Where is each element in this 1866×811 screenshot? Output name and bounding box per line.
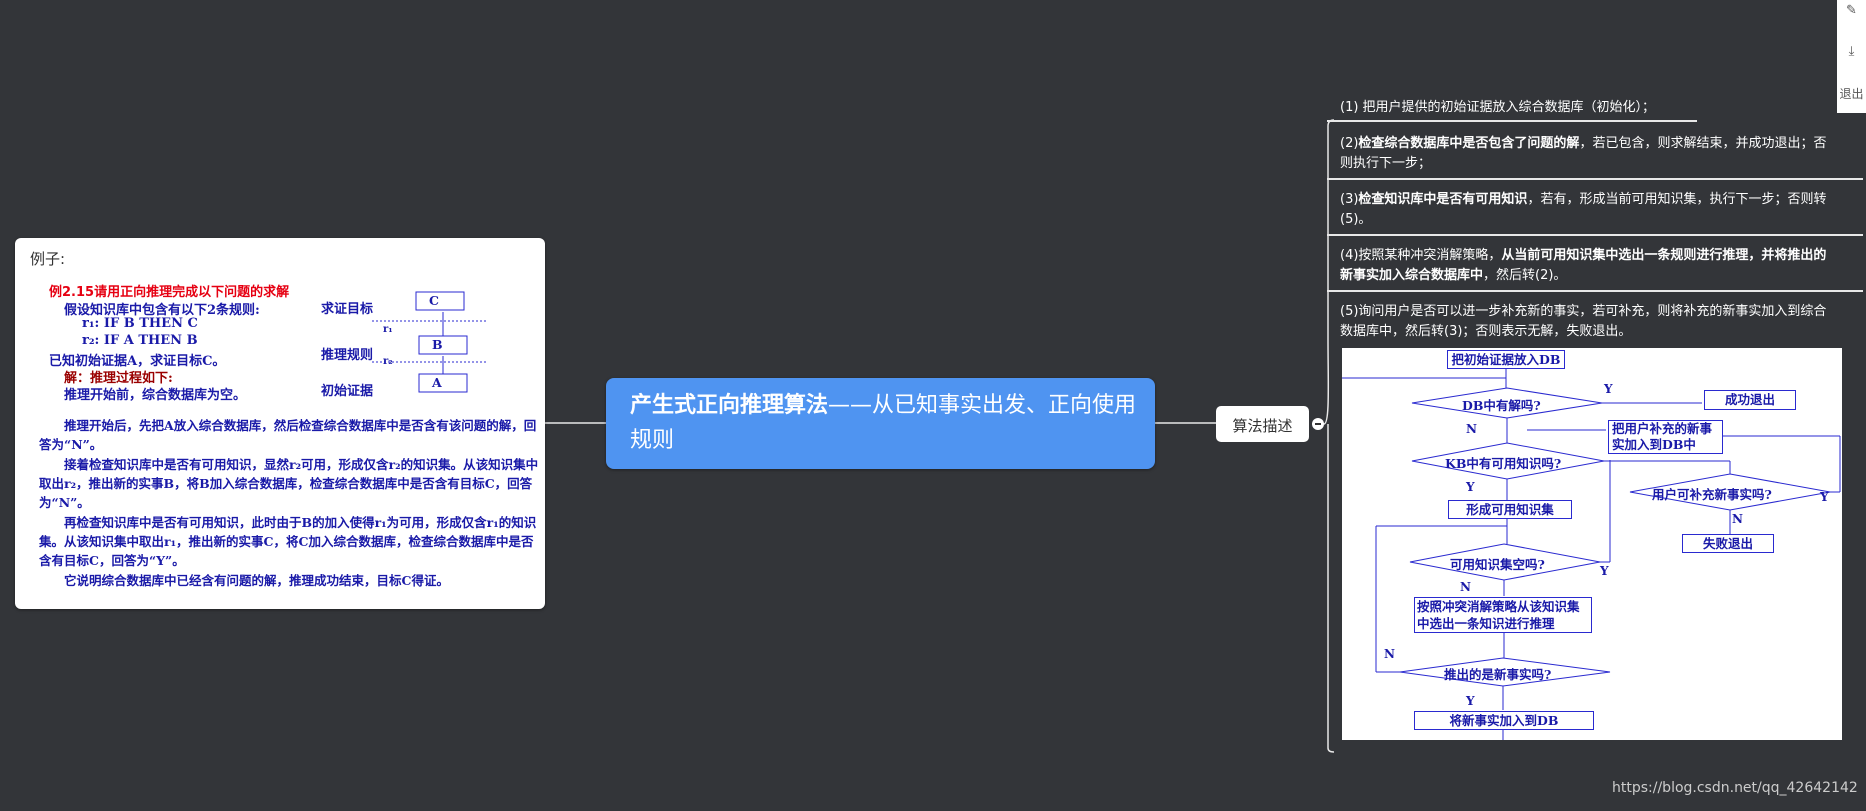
paragraph-1: 推理开始后，先把A放入综合数据库，然后检查综合数据库中是否含有该问题的解，回答为… [39,418,537,452]
rule-label-r2: r₂ [383,356,393,367]
flow-label-n-user: N [1732,512,1743,526]
step-2[interactable]: (2)检查综合数据库中是否包含了问题的解，若已包含，则求解结束，并成功退出；否则… [1340,134,1836,174]
rule-label-r1: r₁ [383,324,393,335]
flow-success-box: 成功退出 [1704,390,1796,410]
flow-label-y-kb: Y [1466,480,1475,494]
step-1-prefix: (1) [1340,100,1363,115]
flow-label-n-new: N [1384,647,1395,661]
solution-heading: 解：推理过程如下: [64,371,173,386]
paragraph-3: 再检查知识库中是否有可用知识，此时由于B的加入使得r₁为可用，形成仅含r₁的知识… [39,515,537,568]
flow-label-y-new: Y [1466,694,1475,708]
box-evidence-a: A [432,375,442,390]
central-topic[interactable]: 产生式正向推理算法——从已知事实出发、正向使用规则 [606,378,1155,469]
right-toolbar: ✎ ⤓ 退出 [1837,0,1866,113]
step-4-text: ，然后转(2)。 [1483,268,1567,283]
step-2-text: ，若已包含，则求解结束，并成功退出；否则执行下一步； [1340,136,1827,171]
download-icon[interactable]: ⤓ [1848,44,1855,59]
step-1[interactable]: (1) 把用户提供的初始证据放入综合数据库（初始化）； [1340,98,1836,118]
step-1-divider [1327,120,1697,122]
flow-decision-new: 推出的是新事实吗? [1444,667,1552,682]
flow-label-y-db: Y [1604,382,1613,396]
example-card[interactable]: 例子: 例2.15请用正向推理完成以下问题的求解 假设知识库中包含有以下2条规则… [15,238,545,609]
step-5[interactable]: (5)询问用户是否可以进一步补充新的事实，若可补充，则将补充的新事实加入到综合数… [1340,302,1836,342]
card-label: 例子: [30,250,66,268]
example-title: 例2.15请用正向推理完成以下问题的求解 [49,285,290,300]
watermark: https://blog.csdn.net/qq_42642142 [1612,780,1858,796]
step-3-bold: 检查知识库中是否有可用知识 [1358,192,1528,207]
flow-decision-empty: 可用知识集空吗? [1450,557,1545,572]
central-topic-rest: ——从已知事实出发、正向使用规则 [630,393,1137,453]
reasoning-mini-diagram [372,291,488,393]
step-2-bold: 检查综合数据库中是否包含了问题的解 [1358,136,1580,151]
magic-wand-icon[interactable]: ✎ [1846,3,1857,18]
rule-r2: r₂: IF A THEN B [82,333,198,348]
flow-decision-db: DB中有解吗? [1462,398,1541,413]
central-topic-text: 产生式正向推理算法——从已知事实出发、正向使用规则 [630,388,1140,458]
box-goal-c: C [429,293,439,308]
step-4-prefix: (4)按照某种冲突消解策略， [1340,248,1502,263]
step-3-divider [1327,234,1863,236]
step-2-divider [1327,178,1863,180]
flowchart-lines [1342,368,1841,740]
rules-intro: 假设知识库中包含有以下2条规则: [64,303,260,318]
flow-user-add-box: 把用户补充的新事实加入到DB中 [1608,420,1723,454]
label-rules: 推理规则 [321,348,374,363]
flow-label-y-empty: Y [1600,564,1609,578]
flow-form-box: 形成可用知识集 [1448,500,1572,519]
algorithm-description-node[interactable]: 算法描述 [1216,406,1309,442]
flow-select-box: 按照冲突消解策略从该知识集中选出一条知识进行推理 [1414,597,1592,633]
label-goal: 求证目标 [321,302,374,317]
paragraph-2: 接着检查知识库中是否有可用知识，显然r₂可用，形成仅含r₂的知识集。从该知识集中… [39,457,539,510]
initial-state: 推理开始前，综合数据库为空。 [64,388,247,403]
flow-label-n-db: N [1466,422,1477,436]
flow-decision-kb: KB中有可用知识吗? [1445,456,1562,471]
flow-start-box: 把初始证据放入DB [1447,350,1565,369]
step-3-prefix: (3) [1340,192,1359,207]
step-3[interactable]: (3)检查知识库中是否有可用知识，若有，形成当前可用知识集，执行下一步；否则转(… [1340,190,1836,230]
step-4-bold: 从当前可用知识集中选出一条规则进行推理，并将推出的新事实加入综合数据库中 [1340,248,1827,283]
flow-label-n-empty: N [1460,580,1471,594]
flow-label-y-user: Y [1820,490,1829,504]
step-1-text: 把用户提供的初始证据放入综合数据库（初始化）； [1362,100,1656,115]
rule-r1: r₁: IF B THEN C [82,316,198,331]
step-2-prefix: (2) [1340,136,1359,151]
central-topic-bold: 产生式正向推理算法 [630,393,829,418]
step-5-prefix: (5) [1340,304,1359,319]
step-4-divider [1327,290,1863,292]
algorithm-description-label: 算法描述 [1232,417,1293,435]
flow-fail-box: 失败退出 [1682,534,1774,553]
paragraph-4: 它说明综合数据库中已经含有问题的解，推理成功结束，目标C得证。 [64,573,449,588]
box-rule-b: B [432,337,443,352]
step-3-text: ，若有，形成当前可用知识集，执行下一步；否则转(5)。 [1340,192,1827,227]
label-evidence: 初始证据 [321,384,374,399]
flow-add-box: 将新事实加入到DB [1414,711,1594,730]
exit-button[interactable]: 退出 [1839,87,1864,101]
step-5-text: 询问用户是否可以进一步补充新的事实，若可补充，则将补充的新事实加入到综合数据库中… [1340,304,1827,339]
algorithm-flowchart[interactable]: 把初始证据放入DB DB中有解吗? 成功退出 把用户补充的新事实加入到DB中 K… [1342,348,1842,740]
known-evidence: 已知初始证据A，求证目标C。 [49,354,226,369]
collapse-toggle-icon[interactable] [1312,418,1324,430]
flow-decision-user: 用户可补充新事实吗? [1652,487,1772,502]
step-4[interactable]: (4)按照某种冲突消解策略，从当前可用知识集中选出一条规则进行推理，并将推出的新… [1340,246,1836,286]
